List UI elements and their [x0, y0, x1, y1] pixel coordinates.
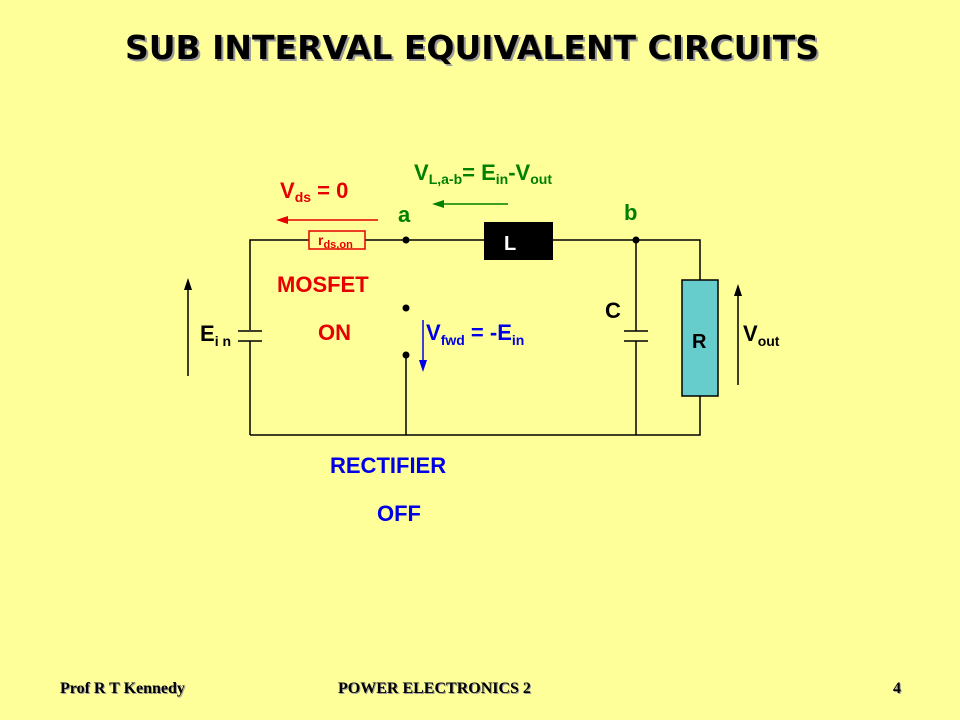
wire-source-to-rds: [249, 239, 309, 330]
vout-arrowhead: [734, 284, 742, 296]
node-dots: [402, 236, 640, 359]
vfwd-arrowhead: [419, 360, 427, 372]
circuit-wires: [249, 239, 701, 436]
footer-course: POWER ELECTRONICS 2: [338, 680, 531, 697]
rectifier-state-label: OFF: [377, 501, 421, 526]
ein-arrowhead: [184, 278, 192, 290]
wire-inductor-to-resistor: [553, 239, 701, 280]
node-b-dot: [632, 236, 640, 244]
rectifier-bottom-dot: [402, 351, 410, 359]
inductor-symbol: [484, 222, 553, 260]
resistor-label: R: [692, 331, 707, 353]
vfwd-label: Vfwd = -Ein: [426, 320, 524, 348]
node-a-dot: [402, 236, 410, 244]
rds-label: rds,on: [318, 232, 353, 251]
mosfet-state-label: ON: [318, 320, 351, 345]
rectifier-top-dot: [402, 304, 410, 312]
footer-author: Prof R T Kennedy: [60, 680, 185, 697]
vl-label: VL,a-b= Ein-Vout: [414, 160, 552, 187]
ein-label: Ei n: [200, 321, 231, 349]
vout-label: Vout: [743, 321, 780, 349]
node-b-label: b: [624, 200, 637, 225]
mosfet-label: MOSFET: [277, 272, 369, 297]
node-a-label: a: [398, 202, 411, 227]
rectifier-label: RECTIFIER: [330, 453, 446, 478]
rds-box: [308, 230, 366, 250]
source-symbol: [238, 330, 262, 342]
footer-page-number: 4: [893, 680, 901, 697]
vds-label: Vds = 0: [280, 178, 348, 205]
wire-ground-return: [250, 396, 701, 436]
vl-arrowhead: [432, 200, 444, 208]
capacitor-symbol: [624, 330, 648, 342]
vds-arrowhead: [276, 216, 288, 224]
resistor-symbol: [681, 279, 719, 397]
capacitor-label: C: [605, 298, 621, 323]
inductor-label: L: [504, 233, 516, 255]
slide-title: SUB INTERVAL EQUIVALENT CIRCUITS: [124, 28, 820, 67]
